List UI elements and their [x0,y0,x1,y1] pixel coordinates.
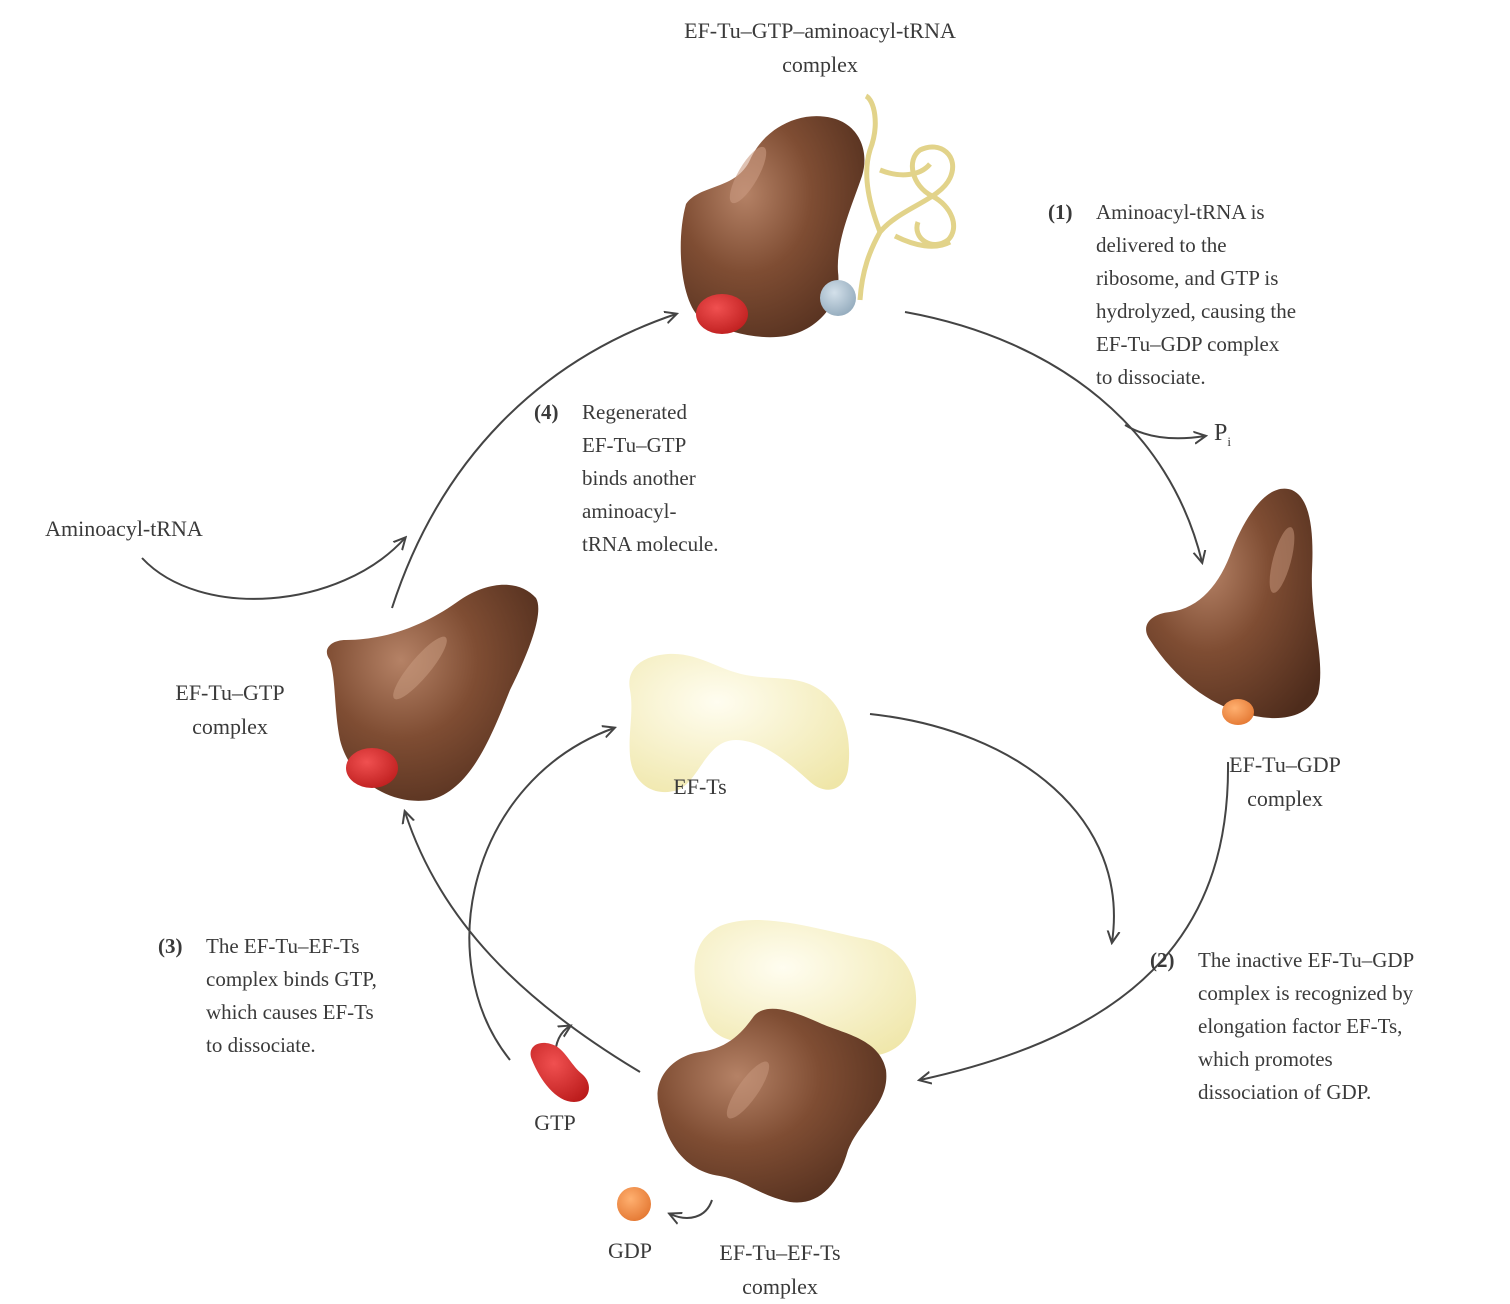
step-2-number: (2) [1150,944,1175,977]
label-ef-tu-ef-ts-line2: complex [690,1270,870,1304]
label-pi: Pi [1214,420,1231,450]
label-top-complex: EF-Tu–GTP–aminoacyl-tRNA complex [620,14,1020,82]
label-gtp: GTP [515,1106,595,1140]
arrow-ef-ts-release [469,728,614,1060]
label-ef-tu-ef-ts-line1: EF-Tu–EF-Ts [690,1236,870,1270]
step-4-line: tRNA molecule. [582,528,718,561]
gtp-shape-top [696,294,748,334]
label-ef-tu-gdp-line1: EF-Tu–GDP [1205,748,1365,782]
arrow-ef-ts-binding [870,714,1114,942]
label-ef-tu-gtp-line2: complex [150,710,310,744]
label-ef-tu-gdp-line2: complex [1205,782,1365,816]
label-ef-tu-ef-ts: EF-Tu–EF-Ts complex [690,1236,870,1304]
trna-shape [860,96,954,300]
step-3-number: (3) [158,930,183,963]
step-1-line: hydrolyzed, causing the [1096,295,1296,328]
gtp-free-shape [531,1043,589,1102]
ef-tu-gtp-complex-shape [327,585,538,801]
label-top-complex-line1: EF-Tu–GTP–aminoacyl-tRNA [620,14,1020,48]
label-pi-main: P [1214,420,1227,446]
label-ef-tu-gtp: EF-Tu–GTP complex [150,676,310,744]
step-4-line: Regenerated [582,396,718,429]
step-1-line: Aminoacyl-tRNA is [1096,196,1296,229]
label-ef-ts: EF-Ts [650,770,750,804]
step-2-line: complex is recognized by [1198,977,1414,1010]
step-2-line: dissociation of GDP. [1198,1076,1414,1109]
arrow-gdp-release [670,1200,712,1218]
label-top-complex-line2: complex [620,48,1020,82]
step-2-line: elongation factor EF-Ts, [1198,1010,1414,1043]
step-4-line: EF-Tu–GTP [582,429,718,462]
step-1-line: EF-Tu–GDP complex [1096,328,1296,361]
step-3-line: to dissociate. [206,1029,377,1062]
step-2-line: which promotes [1198,1043,1414,1076]
step-1-line: ribosome, and GTP is [1096,262,1296,295]
label-aminoacyl-trna: Aminoacyl-tRNA [14,512,234,546]
arrow-step3 [405,812,640,1072]
ef-tu-gtp-aminoacyl-trna-complex-shape [681,96,954,337]
step-4-line: aminoacyl- [582,495,718,528]
label-ef-tu-gdp: EF-Tu–GDP complex [1205,748,1365,816]
ef-tu-ef-ts-complex-shape [658,920,917,1202]
step-4-line: binds another [582,462,718,495]
step-3-line: complex binds GTP, [206,963,377,996]
step-1-number: (1) [1048,196,1073,229]
label-pi-subscript: i [1227,434,1231,449]
step-3-line: which causes EF-Ts [206,996,377,1029]
gdp-shape-right [1222,699,1254,725]
step-1-line: to dissociate. [1096,361,1296,394]
label-gdp: GDP [590,1234,670,1268]
arrow-pi-release [1125,425,1205,438]
arrow-aminoacyl-trna [142,538,405,599]
ef-tu-gdp-complex-shape [1146,489,1320,725]
step-4-number: (4) [534,396,559,429]
label-ef-tu-gtp-line1: EF-Tu–GTP [150,676,310,710]
gtp-shape-left [346,748,398,788]
step-1-line: delivered to the [1096,229,1296,262]
step-3-line: The EF-Tu–EF-Ts [206,930,377,963]
step-2-line: The inactive EF-Tu–GDP [1198,944,1414,977]
gdp-free-shape [617,1187,651,1221]
amino-acid-shape [820,280,856,316]
